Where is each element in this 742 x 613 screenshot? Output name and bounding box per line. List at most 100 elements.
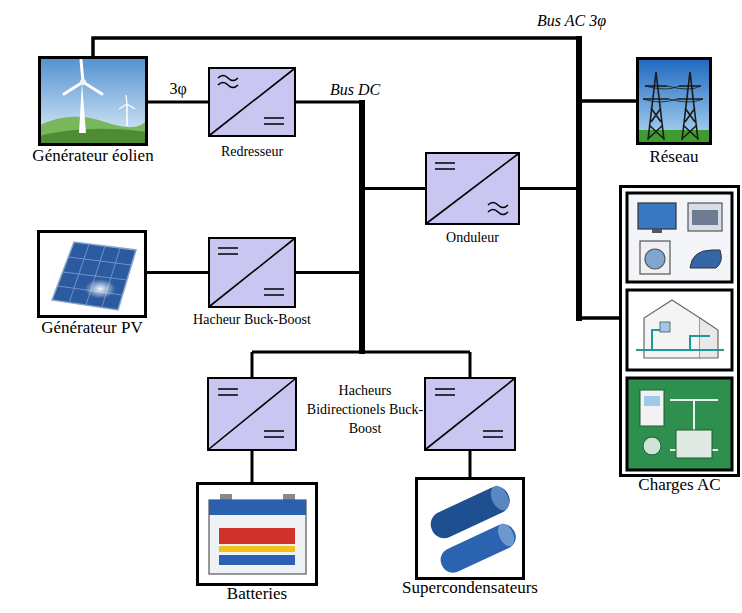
connector: [93, 38, 636, 101]
loads-picture: [688, 203, 722, 231]
loads-picture: [627, 378, 732, 470]
power-grid-picture: [636, 57, 712, 145]
supercapacitor-picture: [437, 520, 520, 576]
wind-turbine-picture: [38, 56, 148, 146]
loads-box: Charges AC: [619, 185, 740, 477]
bus-label: Bus DC: [330, 79, 380, 101]
converter-group-label: Hacheurs Bidirectionels Buck-Boost: [306, 382, 424, 439]
converter-symbol: [425, 152, 520, 225]
battery-box: Batteries: [196, 482, 318, 586]
pv-panel-picture: [37, 230, 147, 318]
converter-symbol: [209, 379, 295, 449]
wire: [251, 450, 254, 482]
node-label: Générateur PV: [41, 319, 143, 338]
converter-symbol: [208, 237, 296, 308]
wind-turbine-picture: [83, 82, 102, 94]
converter-symbol: [483, 431, 503, 437]
converter-symbol: [208, 67, 296, 137]
wind-turbine-picture: [79, 83, 86, 133]
connector: [296, 102, 425, 189]
supercapacitor-picture: [487, 483, 512, 513]
rectifier-box: Redresseur: [208, 67, 296, 137]
connector: [296, 189, 425, 273]
wind-turbine-picture: [119, 95, 135, 109]
loads-picture: [636, 330, 724, 350]
loads-picture: [640, 390, 664, 426]
converter-symbol: [210, 69, 294, 135]
converter-symbol: [427, 154, 518, 223]
wire: [252, 351, 470, 354]
supercapacitor-picture: [415, 477, 525, 580]
pv-panel-picture: [76, 272, 120, 300]
edge-label: 3φ: [169, 80, 186, 98]
loads-picture: [676, 430, 712, 458]
loads-picture: [638, 203, 676, 229]
converter-symbol: [425, 378, 515, 450]
converter-symbol: [435, 389, 455, 395]
battery-picture: [196, 482, 318, 586]
battery-picture: [209, 500, 306, 574]
connector: [520, 189, 619, 319]
loads-picture: [690, 250, 721, 268]
wind-generator-box: Générateur éolien: [38, 56, 148, 146]
battery-picture: [209, 500, 306, 515]
converter-symbol: [208, 67, 520, 450]
loads-picture: [627, 193, 732, 470]
battery-picture: [219, 546, 295, 552]
converter-symbol: [264, 289, 284, 295]
loads-picture: [640, 241, 670, 274]
converter-symbol: [218, 76, 238, 88]
battery-picture: [219, 555, 295, 565]
connector: [147, 271, 208, 274]
loads-picture: [644, 396, 660, 406]
pv-panel-picture: [37, 230, 147, 318]
grid-box: Réseau: [636, 57, 712, 145]
loads-picture: [627, 193, 732, 282]
power-grid-picture: [677, 72, 703, 140]
converter-symbol: [210, 239, 294, 306]
node-label: Charges AC: [638, 476, 720, 495]
wind-turbine-picture: [126, 104, 128, 126]
node-label: Redresseur: [221, 144, 283, 159]
power-grid-picture: [636, 57, 712, 145]
pv-panel-picture: [52, 242, 136, 310]
wind-turbine-picture: [81, 60, 83, 82]
converter-symbol: [208, 378, 296, 450]
wind-turbine-picture: [38, 56, 148, 146]
loads-picture: [627, 290, 732, 370]
loads-picture: [645, 249, 665, 269]
wind-turbine-picture: [80, 79, 86, 85]
converter-symbol: [218, 248, 238, 254]
wire: [469, 352, 472, 378]
loads-picture: [700, 318, 718, 358]
converter-symbol: [488, 203, 508, 215]
bus-bar: [359, 36, 582, 354]
wind-turbine-picture: [38, 117, 148, 146]
connector: [148, 101, 208, 104]
power-grid-picture: [643, 86, 703, 102]
converter-symbol: [218, 389, 238, 395]
converter-symbol: [264, 431, 284, 437]
converter-symbol: [264, 118, 284, 124]
supercapacitor-box: Supercondensateurs: [415, 477, 525, 580]
wire: [469, 450, 472, 477]
node-label: Réseau: [649, 148, 698, 167]
connector: [93, 38, 619, 318]
converter-symbol: [426, 379, 514, 449]
bus-label: Bus AC 3φ: [537, 10, 606, 32]
loads-picture: [692, 210, 718, 225]
loads-picture: [660, 322, 670, 332]
node-label: Onduleur: [446, 230, 499, 245]
chopper-box: Hacheur Buck-Boost: [208, 237, 296, 308]
node-label: Supercondensateurs: [402, 579, 538, 598]
node-label: Hacheur Buck-Boost: [193, 312, 311, 327]
battery-picture: [219, 528, 295, 544]
power-grid-picture: [643, 72, 669, 140]
converter-symbol: [435, 163, 455, 169]
wire: [251, 352, 254, 378]
loads-picture: [643, 437, 661, 455]
inverter-box: Onduleur: [425, 152, 520, 225]
battery-picture: [196, 482, 318, 586]
pv-panel-picture: [69, 244, 120, 307]
